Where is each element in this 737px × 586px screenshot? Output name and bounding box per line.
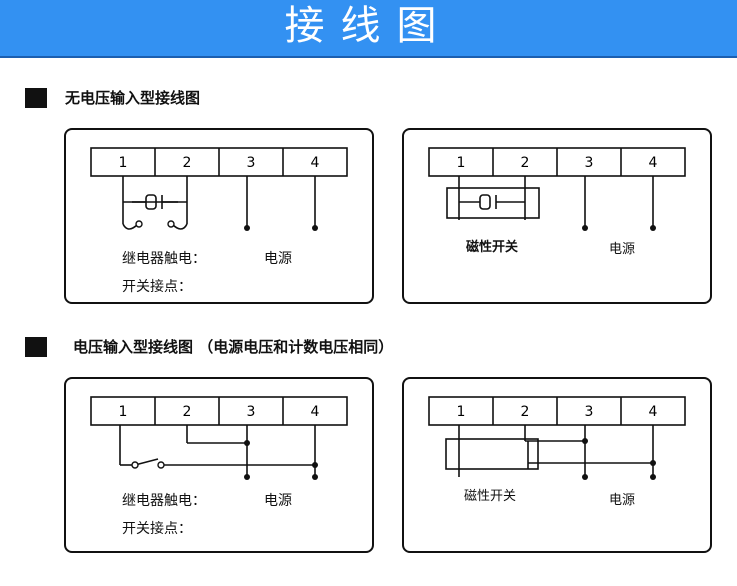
terminal-label-3: 3 [247,155,256,171]
terminal-label-3: 3 [585,155,594,171]
terminal-label-2: 2 [521,404,530,420]
section-2-title: 电压输入型接线图 （电源电压和计数电压相同） [73,338,394,356]
power-label: 电源 [609,242,636,257]
relay-contact-label: 继电器触电： [122,493,206,509]
section-1-marker [25,88,47,108]
page-title: 接线图 [284,3,453,49]
terminal-label-2: 2 [521,155,530,171]
terminal-label-3: 3 [585,404,594,420]
wiring-diagram-relay-no-voltage: 1 2 3 4 [90,147,348,231]
terminal-label-4: 4 [311,404,320,420]
wiring-diagram-magnetic-no-voltage: 1 2 3 4 [428,147,686,231]
switch-contact-label: 开关接点： [122,279,192,295]
terminal-label-2: 2 [183,155,192,171]
wiring-diagram-relay-voltage: 1 2 3 4 [90,396,348,480]
panel-relay-no-voltage: 1 2 3 4 继电器触电： 开关接点： 电源 [64,128,374,304]
terminal-label-1: 1 [457,404,466,420]
relay-contact-label: 继电器触电： [122,251,206,267]
magnetic-switch-label: 磁性开关 [464,489,517,504]
panel-magnetic-no-voltage: 1 2 3 4 磁性开关 电源 [402,128,712,304]
power-label: 电源 [264,251,292,267]
magnetic-switch-box [446,187,540,219]
terminal-label-2: 2 [183,404,192,420]
banner-divider [0,56,737,58]
panel-relay-voltage: 1 2 3 4 继电器触电： 开关接点： 电源 [64,377,374,553]
section-2-marker [25,337,47,357]
power-label: 电源 [609,493,636,508]
terminal-label-1: 1 [457,155,466,171]
wiring-diagram-magnetic-voltage: 1 2 3 4 [428,396,686,480]
header-banner [0,0,737,56]
magnetic-switch-box [445,438,539,470]
switch-contact-label: 开关接点： [122,521,192,537]
terminal-label-4: 4 [311,155,320,171]
power-label: 电源 [264,493,292,509]
section-1-title: 无电压输入型接线图 [65,89,201,107]
panel-magnetic-voltage: 1 2 3 4 磁性开关 电源 [402,377,712,553]
magnetic-switch-label: 磁性开关 [466,240,519,255]
terminal-label-4: 4 [649,404,658,420]
terminal-label-3: 3 [247,404,256,420]
terminal-label-1: 1 [119,155,128,171]
terminal-label-1: 1 [119,404,128,420]
terminal-label-4: 4 [649,155,658,171]
